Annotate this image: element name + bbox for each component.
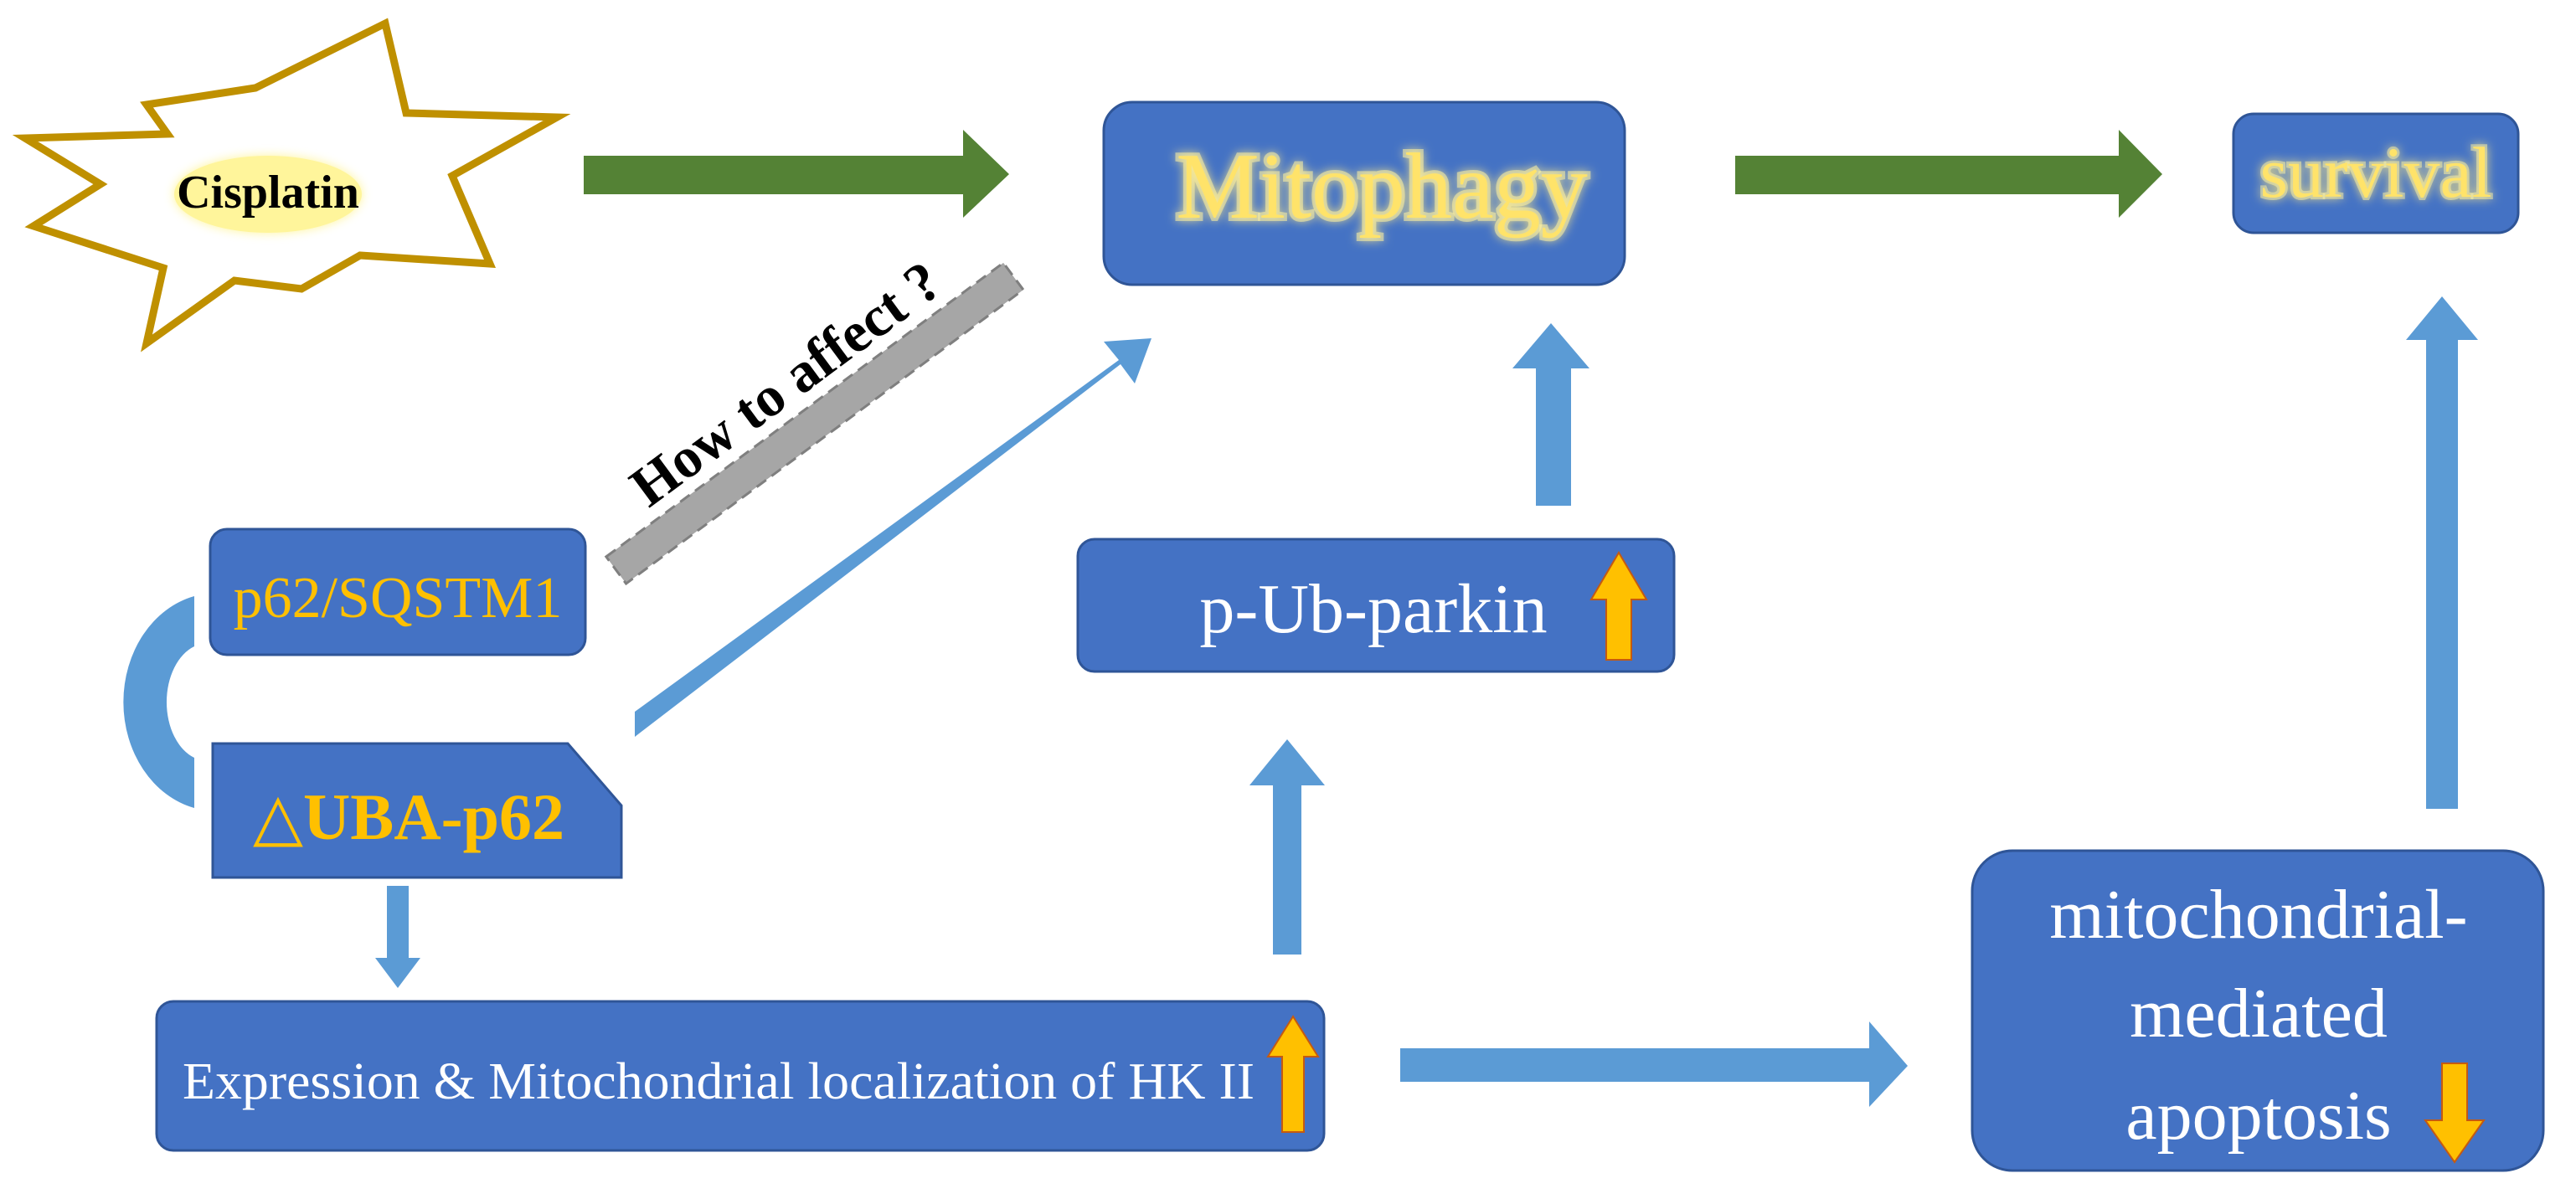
apoptosis-down-indicator-icon <box>2424 1063 2486 1164</box>
hk2-box <box>155 1000 1326 1152</box>
arrow-mitophagy-to-survival <box>1735 130 2162 218</box>
survival-label: survival <box>2259 132 2491 213</box>
arrow-hk2-to-apoptosis <box>1400 1021 1908 1107</box>
apoptosis-box <box>1971 849 2545 1172</box>
parkin-label: p-Ub-parkin <box>1199 570 1547 648</box>
how-to-affect-annotation: How to affect ? <box>604 249 1025 586</box>
uba-p62-node: △UBA-p62 <box>211 742 623 879</box>
arrow-hk2-to-parkin <box>1249 739 1325 955</box>
arrow-apoptosis-to-survival <box>2406 296 2478 809</box>
hk2-label: Expression & Mitochondrial localization … <box>183 1053 1255 1110</box>
apoptosis-label-line2: mediated <box>2130 975 2388 1052</box>
parkin-up-indicator-icon <box>1589 551 1648 661</box>
apoptosis-label-line1: mitochondrial- <box>2049 876 2467 954</box>
cisplatin-label: Cisplatin <box>177 167 359 219</box>
survival-node: survival <box>2232 112 2520 234</box>
cisplatin-node: Cisplatin <box>12 18 571 352</box>
arrow-parkin-to-mitophagy <box>1512 323 1589 506</box>
apoptosis-node: mitochondrial- mediated apoptosis <box>1971 849 2545 1172</box>
hk2-up-indicator-icon <box>1266 1015 1320 1133</box>
uba-p62-label: △UBA-p62 <box>253 780 564 853</box>
cisplatin-highlight <box>174 156 362 233</box>
mitophagy-box <box>1102 100 1626 286</box>
p62-node: p62/SQSTM1 <box>209 527 587 656</box>
arrow-uba-p62-to-mitophagy <box>635 338 1151 737</box>
how-to-affect-bar <box>604 260 1025 586</box>
how-to-affect-label: How to affect ? <box>618 249 952 519</box>
parkin-box <box>1076 538 1676 673</box>
apoptosis-label-line3: apoptosis <box>2125 1077 2391 1155</box>
mitophagy-label: Mitophagy <box>1176 135 1588 239</box>
hk2-node: Expression & Mitochondrial localization … <box>155 1000 1326 1152</box>
arrow-uba-p62-to-hk2 <box>375 886 420 988</box>
p62-box <box>209 527 587 656</box>
mitophagy-node: Mitophagy <box>1102 100 1626 286</box>
arrow-cisplatin-to-mitophagy <box>584 130 1009 218</box>
parkin-node: p-Ub-parkin <box>1076 538 1676 673</box>
uba-p62-box <box>211 742 623 879</box>
p62-uba-bracket <box>123 596 194 808</box>
p62-label: p62/SQSTM1 <box>234 566 563 630</box>
survival-box <box>2232 112 2520 234</box>
